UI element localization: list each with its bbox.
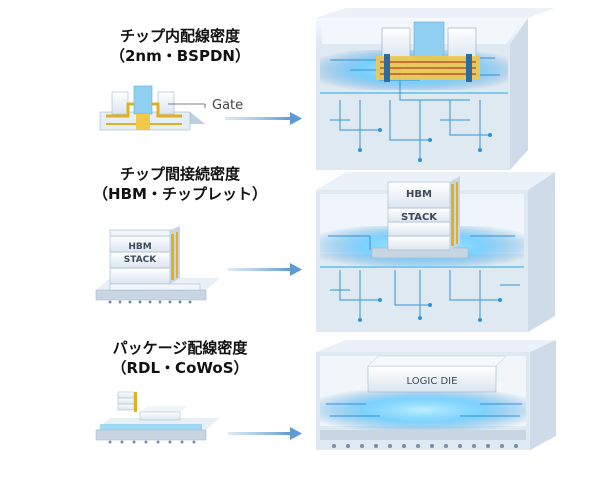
- small-package-icon: [95, 391, 220, 444]
- small-hbm-label-2: STACK: [124, 255, 157, 265]
- row3-title-sub: （RDL・CoWoS）: [111, 359, 249, 377]
- big-chip-cube-1: [316, 8, 555, 170]
- big-hbm-label-1: HBM: [406, 189, 432, 200]
- row-chip-wiring: チップ内配線密度 （2nm・BSPDN）: [0, 0, 594, 160]
- row1-title: チップ内配線密度 （2nm・BSPDN）: [60, 26, 300, 66]
- row3-title: パッケージ配線密度 （RDL・CoWoS）: [60, 338, 300, 378]
- small-hbm-icon: [95, 226, 220, 304]
- row-package-wiring: パッケージ配線密度 （RDL・CoWoS）: [0, 330, 594, 480]
- big-package-box: [316, 340, 556, 450]
- row2-title-main: チップ間接続密度: [119, 165, 240, 183]
- row2-title: チップ間接続密度 （HBM・チップレット）: [60, 164, 300, 204]
- row1-title-sub: （2nm・BSPDN）: [110, 47, 250, 65]
- small-hbm-label-1: HBM: [128, 242, 151, 252]
- big-chip-cube-2: [316, 172, 555, 332]
- small-transistor-icon: [99, 85, 206, 131]
- logic-die-label: LOGIC DIE: [407, 376, 458, 387]
- row1-title-main: チップ内配線密度: [119, 27, 240, 45]
- gate-label: Gate: [212, 98, 243, 113]
- arrow-row3: [228, 427, 302, 440]
- arrow-row1: [225, 112, 302, 125]
- big-hbm-label-2: STACK: [401, 212, 438, 223]
- row-chip-interconnect: チップ間接続密度 （HBM・チップレット）: [0, 160, 594, 330]
- row3-title-main: パッケージ配線密度: [112, 339, 248, 357]
- row2-title-sub: （HBM・チップレット）: [93, 185, 267, 203]
- arrow-row2: [228, 263, 302, 276]
